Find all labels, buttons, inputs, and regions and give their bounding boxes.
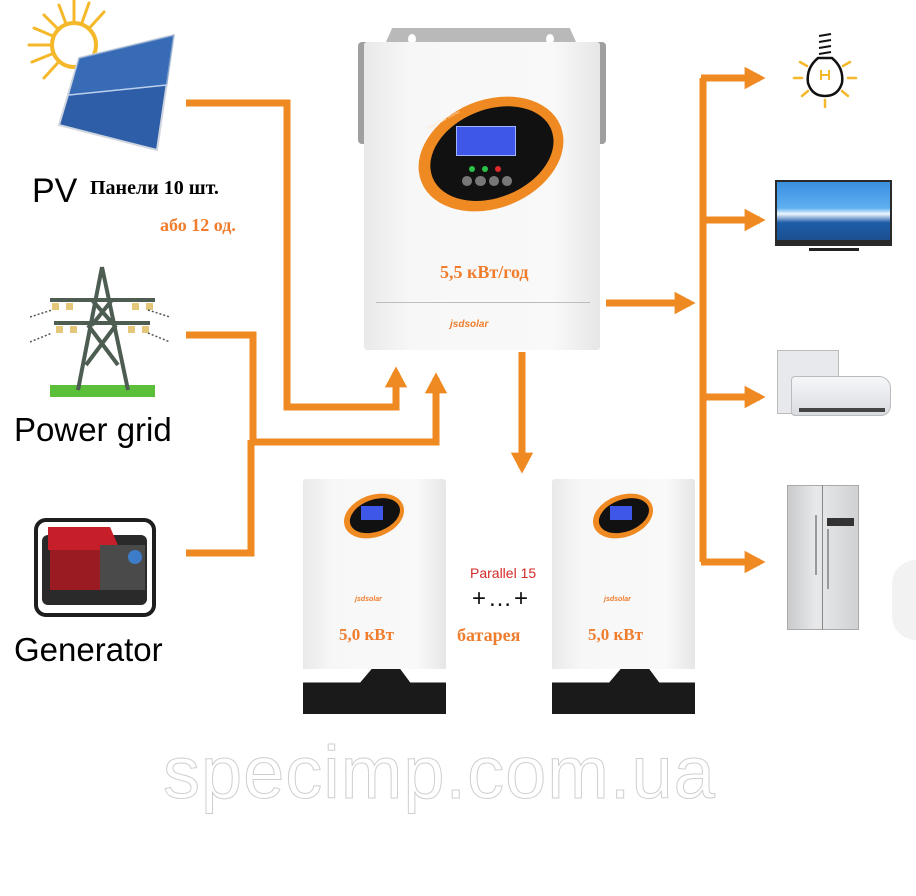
air-conditioner-icon [773, 346, 891, 432]
status-led-green [469, 166, 475, 172]
unit-brand-logo: jsdsolar [355, 596, 382, 603]
parallel-count-label: Parallel 15 [470, 565, 537, 581]
lcd-screen [456, 126, 516, 156]
decorative-circle [892, 560, 916, 640]
pv-panels-alt-note: або 12 од. [160, 215, 236, 235]
parallel-inverter-2: jsdsolar 5,0 кВт [552, 479, 695, 716]
main-inverter-rating: 5,5 кВт/год [440, 262, 529, 282]
parallel-inverter-1: jsdsolar 5,0 кВт [303, 479, 446, 716]
unit-brand-logo: jsdsolar [604, 596, 631, 603]
inverter-brand-logo: jsdsolar [450, 319, 489, 330]
pv-label: PV [32, 172, 78, 210]
lcd-screen [610, 506, 632, 520]
power-tower-icon [30, 265, 170, 400]
inverter-divider [376, 302, 590, 303]
unit-rating: 5,0 кВт [339, 625, 394, 644]
lcd-screen [361, 506, 383, 520]
generator-connector [186, 440, 255, 557]
unit-rating: 5,0 кВт [588, 625, 643, 644]
parallel-plus-symbol: +…+ [472, 585, 531, 612]
watermark: specimp.com.ua [163, 731, 716, 815]
generator-label: Generator [14, 631, 163, 668]
control-buttons [462, 176, 512, 186]
status-led-green [482, 166, 488, 172]
battery-label: батарея [457, 625, 521, 645]
status-led-red [495, 166, 501, 172]
main-inverter: Hybrid Solar Inverter 5,5 кВт/год jsdsol… [358, 28, 606, 352]
light-bulb-icon [790, 28, 860, 108]
refrigerator-icon [787, 485, 859, 630]
pv-connector [186, 99, 408, 411]
pv-panels-note: Панели 10 шт. [90, 177, 219, 199]
television-icon [775, 180, 892, 258]
power-grid-label: Power grid [14, 411, 172, 448]
inverter-body: Hybrid Solar Inverter 5,5 кВт/год jsdsol… [364, 42, 600, 350]
solar-panel-icon [24, 0, 184, 160]
generator-icon [30, 505, 160, 620]
